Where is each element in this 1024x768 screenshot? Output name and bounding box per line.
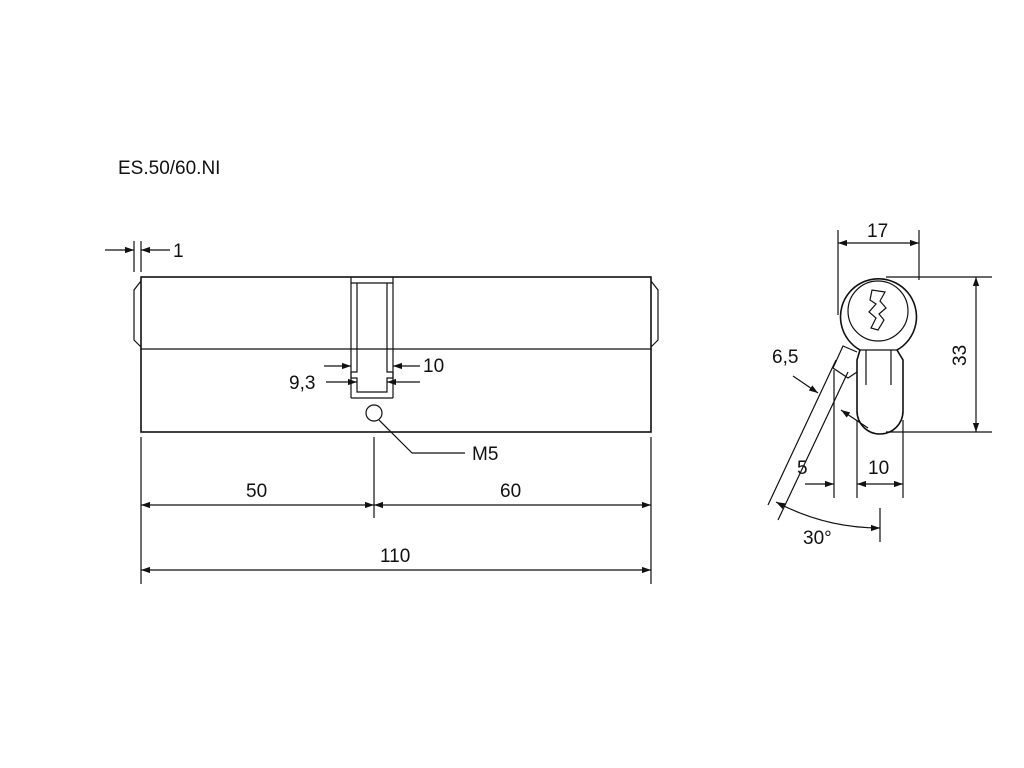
right-end-cap — [650, 280, 659, 348]
dim-left: 50 — [141, 481, 374, 509]
cam — [832, 345, 858, 379]
dim-bottom-label: 10 — [868, 458, 889, 479]
dim-inner: 10 — [324, 356, 444, 377]
svg-text:10: 10 — [423, 356, 444, 377]
dim-total: 110 — [141, 546, 651, 574]
dim-cam: 6,5 — [772, 347, 869, 429]
plug-circle — [847, 280, 909, 342]
side-view: 17 33 6,5 5 10 — [767, 221, 992, 549]
screw-hole — [365, 404, 383, 422]
svg-text:6,5: 6,5 — [772, 347, 798, 368]
dim-right: 60 — [374, 481, 651, 509]
left-end-cap — [133, 280, 142, 348]
svg-text:1: 1 — [173, 241, 184, 262]
cylinder-body — [140, 276, 652, 433]
drawing-title: ES.50/60.NI — [118, 158, 221, 179]
dim-angle: 30° — [775, 501, 881, 549]
cam-slot — [350, 277, 394, 399]
dim-bottom: 5 10 — [797, 370, 904, 498]
svg-text:9,3: 9,3 — [289, 373, 315, 394]
dim-outer: 9,3 — [289, 373, 420, 394]
screw-label: M5 — [472, 444, 498, 465]
front-view: M5 1 10 9,3 50 — [105, 241, 659, 584]
svg-text:110: 110 — [380, 546, 410, 567]
svg-text:33: 33 — [950, 345, 971, 366]
svg-text:60: 60 — [500, 481, 521, 502]
dim-height: 33 — [886, 276, 992, 433]
dim-offset-label: 5 — [797, 458, 808, 479]
svg-text:17: 17 — [867, 221, 888, 242]
svg-text:30°: 30° — [803, 528, 832, 549]
keyway-icon — [868, 289, 887, 331]
svg-text:50: 50 — [246, 481, 267, 502]
dim-flange: 1 — [105, 241, 184, 272]
dim-width: 17 — [837, 221, 920, 315]
cylinder-profile — [839, 278, 918, 435]
